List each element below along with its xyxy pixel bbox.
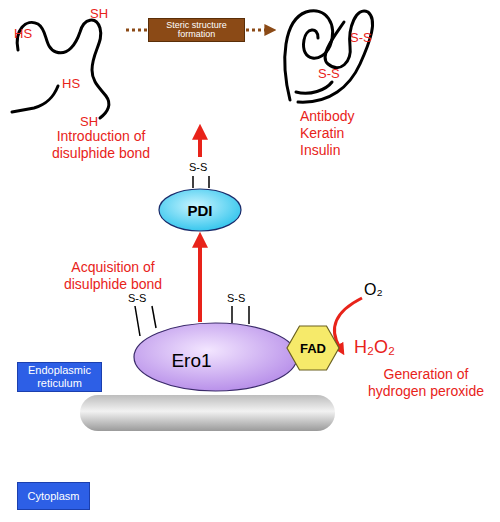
disulphide-label: S-S <box>350 30 372 46</box>
reaction-arrow <box>198 243 202 322</box>
disulphide-bridge <box>231 306 233 323</box>
protein-example: Keratin <box>300 125 344 142</box>
step-label: Acquisition of disulphide bond <box>38 259 188 293</box>
enzyme-ellipse: PDI <box>158 188 242 232</box>
step-label: Introduction of disulphide bond <box>36 128 166 162</box>
node-text-group: Steric structure formation <box>149 19 244 41</box>
disulphide-label: S-S <box>189 161 207 174</box>
enzyme-ellipse: Ero1 <box>133 322 298 392</box>
node-text-group: PDI <box>158 188 242 232</box>
node-label: Ero1 <box>171 350 211 372</box>
unfolded-chain <box>12 86 58 112</box>
protein-example: Antibody <box>300 108 354 125</box>
er-membrane <box>80 395 335 431</box>
protein-example: Insulin <box>300 142 340 159</box>
disulphide-bridge <box>208 176 210 188</box>
disulphide-bridge <box>248 306 250 324</box>
node-text-group: Cytoplasm <box>18 483 89 509</box>
cofactor-hexagon: FAD <box>286 325 340 371</box>
introduction-arrow <box>198 135 202 157</box>
disulphide-bridge <box>192 176 194 188</box>
disulphide-label: S-S <box>227 292 245 305</box>
node-label: Cytoplasm <box>25 490 83 503</box>
step-label: Generation of hydrogen peroxide <box>356 366 496 400</box>
thiol-group: SH <box>80 114 98 130</box>
cofactor-hexagon-outline <box>287 326 339 370</box>
enzyme-ellipse-outline <box>134 323 297 391</box>
compartment-box: Cytoplasm <box>17 482 90 510</box>
compartment-box: Endoplasmic reticulum <box>17 362 102 392</box>
disulphide-bridge <box>152 306 156 328</box>
process-box: Steric structure formation <box>148 18 245 42</box>
thiol-group: HS <box>14 26 32 42</box>
thiol-group: SH <box>90 6 108 22</box>
disulphide-label: S-S <box>128 292 146 305</box>
node-label: FAD <box>300 341 326 356</box>
oxygen-label: O₂ <box>364 280 383 299</box>
folded-protein <box>298 11 373 102</box>
node-text-group: Endoplasmic reticulum <box>18 363 101 391</box>
thiol-group: HS <box>62 76 80 92</box>
node-label: Endoplasmic reticulum <box>18 364 101 389</box>
node-text-group: FAD <box>286 325 340 371</box>
enzyme-ellipse-outline <box>133 322 298 392</box>
folded-protein <box>296 82 332 93</box>
node-label: PDI <box>187 202 212 219</box>
disulphide-label: S-S <box>318 66 340 82</box>
node-label: Steric structure formation <box>149 21 244 40</box>
peroxide-label: H₂O₂ <box>354 337 395 359</box>
enzyme-ellipse-outline <box>159 189 241 231</box>
disulphide-bridge <box>135 306 140 336</box>
node-text-group: Ero1 <box>133 322 298 392</box>
